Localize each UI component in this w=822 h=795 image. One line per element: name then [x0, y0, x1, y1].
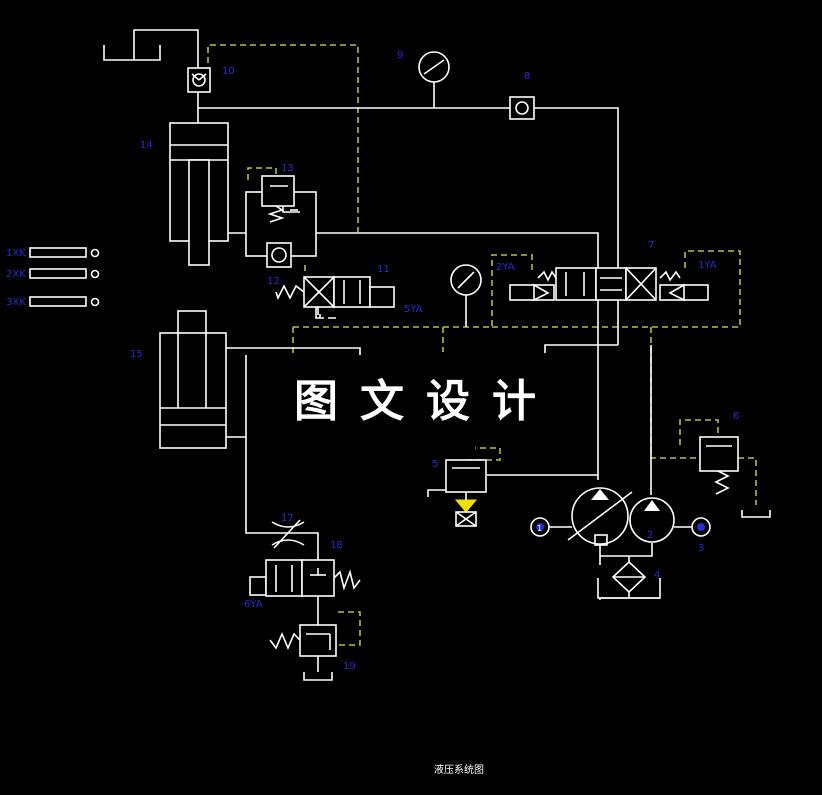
valve-19: [269, 624, 337, 657]
motor-3: [674, 517, 711, 537]
directional-valve-11: [275, 276, 395, 319]
label-1: 1: [537, 524, 542, 533]
label-5: 5: [432, 459, 438, 470]
label-14: 14: [140, 140, 153, 151]
pressure-gauge-middle: [450, 264, 482, 327]
label-19: 19: [343, 661, 356, 672]
label-pump-2: 2: [647, 530, 653, 541]
check-valve-8: [509, 96, 535, 120]
solenoid-5YA: 5YA: [404, 304, 423, 315]
label-6: 6: [733, 411, 739, 422]
solenoid-2YA: 2YA: [496, 262, 515, 273]
pilot-lines: [207, 44, 757, 646]
solenoid-1YA: 1YA: [698, 260, 717, 271]
cylinder-14: [169, 122, 229, 266]
main-piping: [103, 29, 771, 681]
throttle-valve-17: [271, 519, 305, 549]
limit-switches: [29, 247, 100, 307]
directional-valve-18: [249, 559, 361, 597]
limit-switch-3XK: 3XK: [6, 297, 26, 308]
solenoid-6YA: 6YA: [244, 599, 263, 610]
filter-4: [611, 556, 647, 598]
watermark: 图文设计: [294, 376, 558, 427]
label-7: 7: [648, 240, 654, 251]
directional-valve-7: [509, 267, 709, 302]
cylinder-15: [159, 310, 227, 449]
motor-1: [530, 517, 572, 537]
variable-pump: [567, 487, 633, 546]
label-13: 13: [281, 163, 294, 174]
relief-valve-5: [445, 459, 487, 527]
label-10: 10: [222, 66, 235, 77]
label-3: 3: [698, 543, 704, 554]
label-17: 17: [281, 513, 294, 524]
label-8: 8: [524, 71, 530, 82]
label-9: 9: [397, 50, 403, 61]
label-11: 11: [377, 264, 390, 275]
pressure-gauge-9: [418, 51, 450, 83]
label-4: 4: [654, 570, 660, 581]
label-12: 12: [267, 276, 280, 287]
check-valve-10: [187, 67, 211, 93]
fixed-pump-3: [629, 497, 675, 543]
check-valve-12: [266, 242, 292, 268]
relief-valve-6: [699, 436, 739, 495]
limit-switch-1XK: 1XK: [6, 248, 26, 259]
label-15: 15: [130, 349, 143, 360]
diagram-caption: 液压系统图: [434, 763, 484, 776]
limit-switch-2XK: 2XK: [6, 269, 26, 280]
label-18: 18: [330, 540, 343, 551]
